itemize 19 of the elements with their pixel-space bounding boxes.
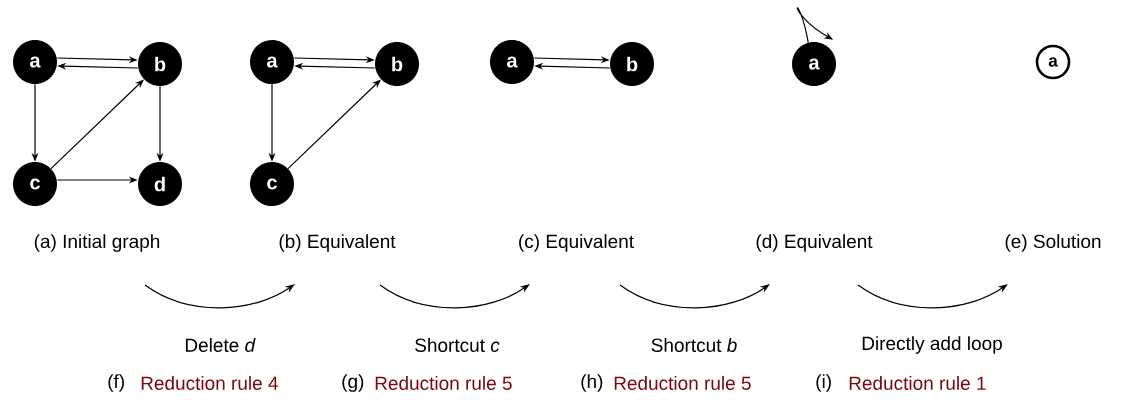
step-label: Shortcut b: [651, 338, 737, 352]
rule-name: Reduction rule 1: [849, 376, 986, 390]
caption: (a) Initial graph: [34, 234, 160, 252]
rule-name: Reduction rule 5: [375, 376, 512, 390]
step-label: Shortcut c: [415, 338, 500, 352]
sub-label: (f): [108, 374, 124, 392]
caption: (c) Equivalent: [519, 234, 634, 252]
caption: (e) Solution: [1005, 234, 1101, 252]
rule-name: Reduction rule 4: [141, 376, 278, 390]
step-label: Delete d: [185, 338, 256, 352]
arrow: [287, 79, 381, 170]
sub-label: (i): [816, 374, 831, 392]
step-label: Directly add loop: [862, 336, 1002, 354]
sub-label: (g): [342, 374, 364, 392]
caption: (d) Equivalent: [756, 234, 873, 252]
arrow: [50, 79, 144, 170]
sub-label: (h): [581, 374, 603, 392]
caption: (b) Equivalent: [279, 234, 396, 252]
rule-name: Reduction rule 5: [614, 376, 751, 390]
